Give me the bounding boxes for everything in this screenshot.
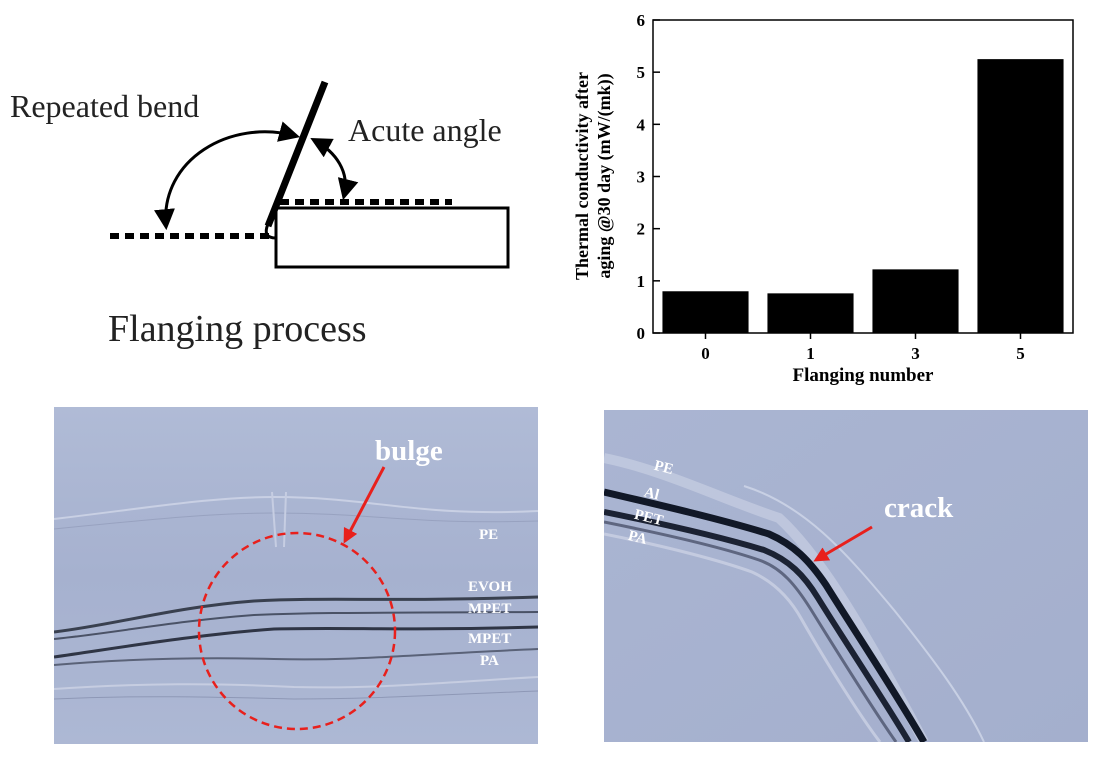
flanging-diagram: Repeated bend Acute angle Flanging proce… [10, 80, 510, 350]
micrograph-bulge-image [54, 407, 538, 744]
x-tick-label: 0 [701, 344, 710, 363]
bar-0 [662, 291, 749, 333]
layer-label-pe: PE [479, 527, 499, 543]
x-axis: 0 1 3 5 [701, 333, 1025, 363]
y-tick-label: 2 [637, 220, 646, 239]
acute-angle-label: Acute angle [348, 112, 502, 148]
x-tick-label: 3 [911, 344, 920, 363]
panel-rectangle [274, 206, 510, 269]
repeated-bend-label: Repeated bend [10, 88, 199, 124]
acute-angle-arrow [310, 137, 359, 201]
bar-1 [767, 293, 854, 333]
bulge-circle [197, 531, 397, 731]
y-tick-label: 6 [637, 11, 646, 30]
y-axis-label-line2: aging @30 day (mW/(mk)) [594, 73, 615, 278]
x-axis-label: Flanging number [793, 365, 935, 386]
micrograph-bulge: bulge PE EVOH MPET MPET PA [54, 407, 538, 744]
x-tick-label: 5 [1016, 344, 1025, 363]
y-tick-label: 1 [637, 272, 646, 291]
layer-label-mpet-2: MPET [468, 631, 512, 647]
bulge-arrow [343, 466, 386, 544]
bars-group [662, 59, 1064, 333]
bar-5 [977, 59, 1064, 333]
y-axis: 0 1 2 3 4 5 6 [637, 11, 660, 343]
layer-label-mpet-1: MPET [468, 601, 512, 617]
y-tick-label: 0 [637, 324, 646, 343]
y-tick-label: 3 [637, 168, 646, 187]
micrograph-crack-image [604, 410, 1088, 742]
x-tick-label: 1 [806, 344, 815, 363]
y-tick-label: 5 [637, 63, 646, 82]
micrograph-crack: crack PE Al PET PA [604, 410, 1088, 742]
layer-label-evoh: EVOH [468, 579, 512, 595]
flanging-process-title: Flanging process [108, 308, 367, 350]
bar-3 [872, 269, 959, 333]
crack-arrow [813, 525, 873, 562]
y-tick-label: 4 [637, 115, 646, 134]
crack-label: crack [884, 492, 954, 524]
layer-label-pa: PA [480, 653, 499, 669]
repeated-bend-arrow [154, 121, 301, 231]
bar-chart: 0 1 2 3 4 5 6 0 1 3 5 Flanging number Thermal con… [572, 11, 1074, 386]
bulge-label: bulge [375, 435, 443, 467]
y-axis-label-line1: Thermal conductivity after [572, 72, 592, 280]
